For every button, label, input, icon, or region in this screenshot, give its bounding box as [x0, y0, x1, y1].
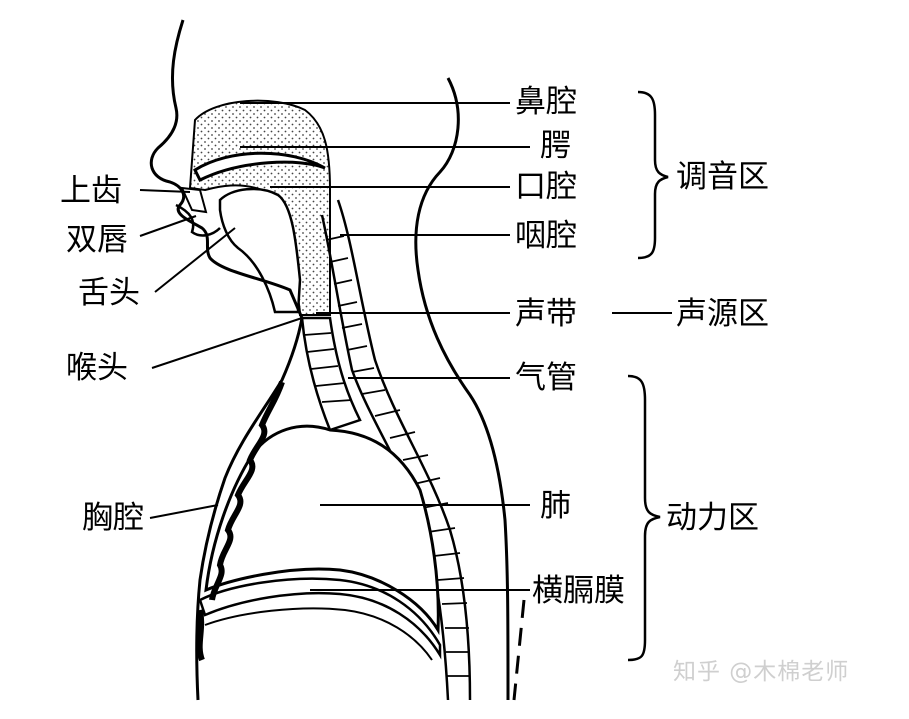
region-articulation: 调音区: [676, 159, 769, 195]
tongue-shape: [218, 187, 302, 314]
label-tongue: 舌头: [78, 275, 140, 311]
leader-lines: [139, 102, 672, 591]
brace-power: [627, 374, 661, 662]
label-diaphragm: 横膈膜: [532, 573, 625, 609]
label-vocal-cords: 声带: [515, 296, 577, 332]
label-pharynx: 咽腔: [515, 218, 577, 254]
palate-shape: [193, 151, 326, 183]
dashed-line: [512, 599, 526, 701]
region-sound-source: 声源区: [676, 296, 769, 332]
trachea-outline: [300, 316, 362, 432]
abdomen-line: [204, 607, 433, 661]
label-upper-teeth: 上齿: [60, 173, 122, 209]
label-larynx: 喉头: [66, 350, 128, 386]
chest-wall-lower: [196, 609, 205, 662]
label-chest-cavity: 胸腔: [82, 500, 144, 536]
spine-back-line: [336, 199, 472, 701]
lips-shape: [175, 203, 221, 237]
label-palate: 腭: [540, 128, 571, 164]
region-power: 动力区: [666, 500, 759, 536]
face-profile: [149, 19, 304, 701]
label-trachea: 气管: [515, 360, 577, 396]
label-lips: 双唇: [66, 222, 128, 258]
diaphragm-shape: [198, 577, 442, 660]
label-lung: 肺: [540, 488, 571, 524]
upper-teeth-shape: [180, 186, 208, 214]
watermark: 知乎 @木棉老师: [673, 659, 850, 685]
trachea-rings: [303, 332, 353, 403]
brace-articulation: [637, 90, 669, 260]
chest-wall: [209, 381, 285, 601]
label-oral-cavity: 口腔: [515, 169, 577, 205]
neck-back: [414, 77, 510, 701]
label-nasal-cavity: 鼻腔: [515, 84, 577, 120]
